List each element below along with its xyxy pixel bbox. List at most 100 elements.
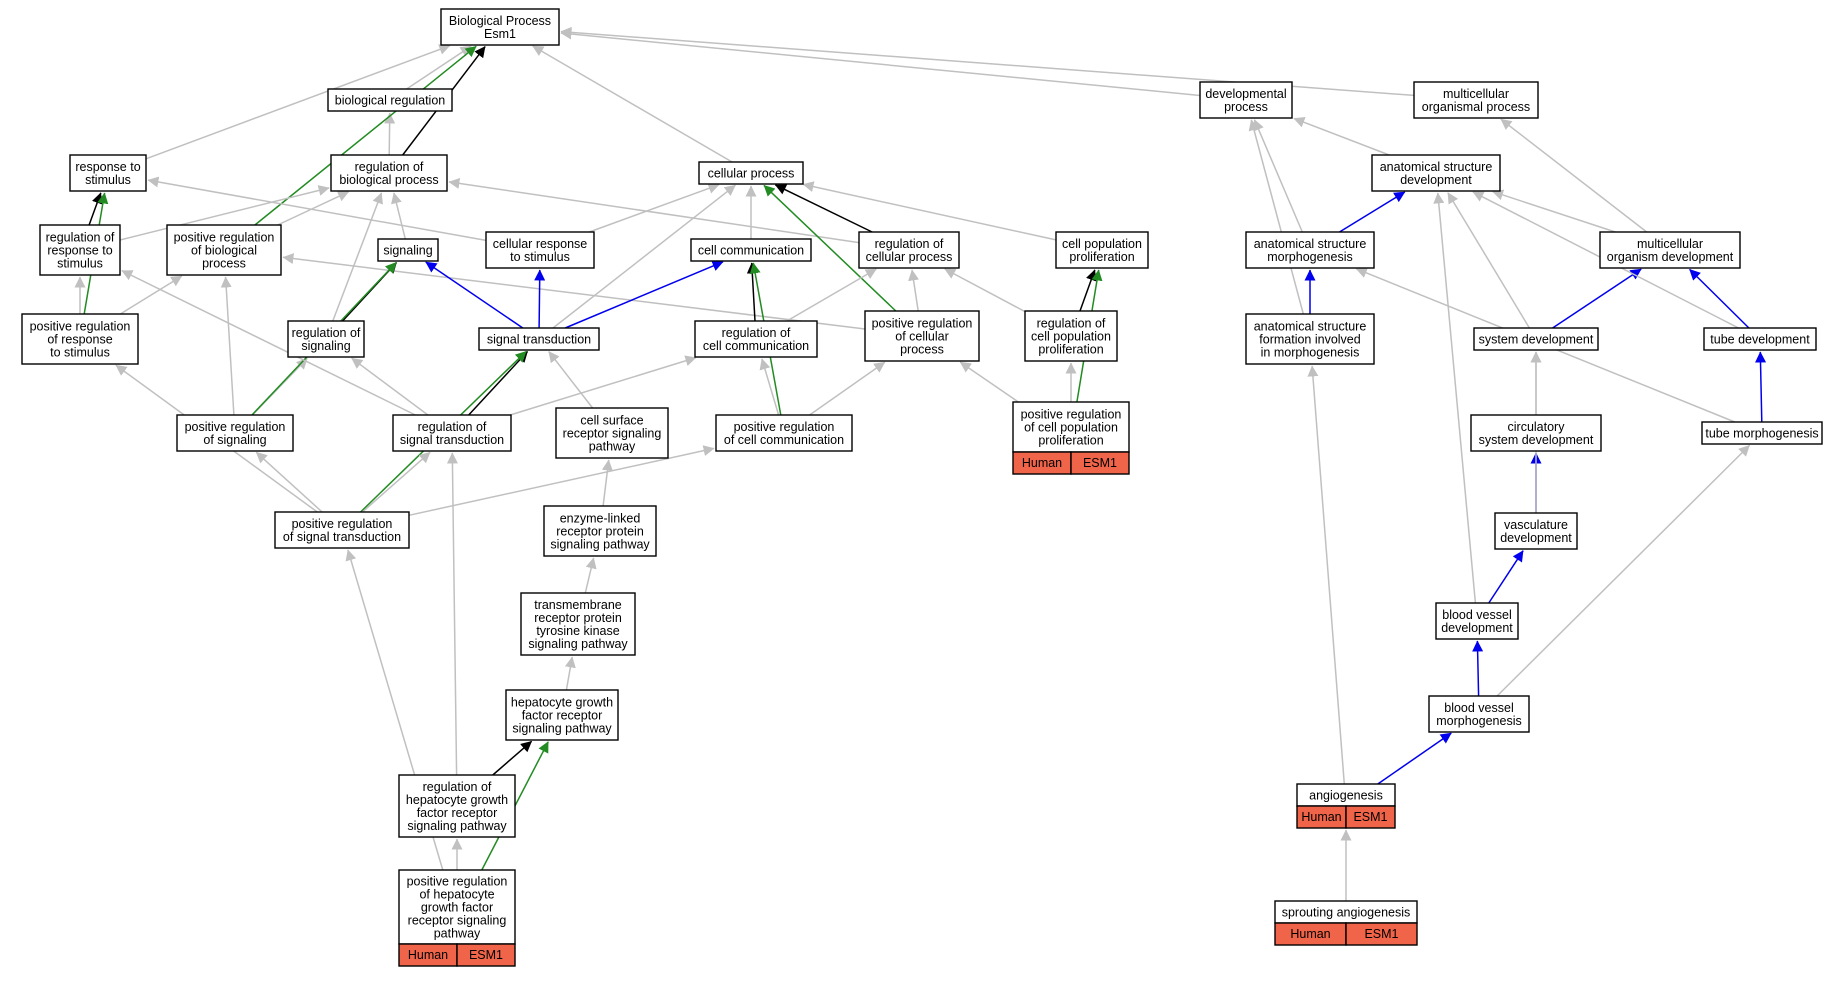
go-term-label: anatomical structure bbox=[1380, 160, 1493, 174]
edge-is-a bbox=[1447, 192, 1531, 329]
go-term-label: cellular response bbox=[493, 237, 588, 251]
go-term-box bbox=[715, 414, 853, 452]
go-term-box bbox=[1055, 231, 1149, 269]
go-term-cellp[interactable]: cellular process bbox=[698, 161, 804, 185]
annotation-badge: Human ESM1 bbox=[1274, 922, 1418, 946]
edge-is-a bbox=[220, 276, 235, 416]
edge-part-of bbox=[1552, 268, 1642, 329]
go-term-signaling[interactable]: signaling bbox=[377, 238, 439, 262]
go-term-label: signaling pathway bbox=[512, 722, 612, 736]
edge-is-a bbox=[145, 44, 451, 160]
edge-part-of bbox=[1339, 191, 1406, 233]
go-term-label: regulation of bbox=[355, 160, 424, 174]
edge-regulates bbox=[88, 192, 103, 226]
go-term-box bbox=[69, 154, 147, 192]
edge-is-a bbox=[548, 351, 594, 409]
go-term-label: of biological bbox=[191, 244, 257, 258]
go-term-label: organism development bbox=[1607, 250, 1734, 264]
go-term-box bbox=[377, 238, 439, 262]
go-term-label: factor receptor bbox=[522, 709, 603, 723]
edge-is-a bbox=[759, 358, 780, 416]
go-term-label: anatomical structure bbox=[1254, 320, 1367, 334]
go-term-label: positive regulation bbox=[185, 420, 286, 434]
go-term-box bbox=[1703, 327, 1817, 351]
edge-part-of bbox=[1377, 732, 1452, 785]
go-term-box bbox=[327, 88, 453, 112]
edge-regulates bbox=[774, 184, 873, 233]
species-label: Human bbox=[1290, 927, 1330, 941]
go-term-sysdev[interactable]: system development bbox=[1473, 327, 1599, 351]
go-term-box bbox=[1012, 401, 1130, 453]
edge-is-a bbox=[119, 185, 330, 241]
edge-part-of bbox=[1755, 351, 1767, 423]
gene-cell bbox=[456, 943, 516, 967]
go-term-tubedev[interactable]: tube development bbox=[1703, 327, 1817, 351]
go-term-label: multicellular bbox=[1637, 237, 1703, 251]
go-term-label: cell surface bbox=[580, 414, 643, 428]
go-term-box bbox=[543, 505, 657, 557]
go-term-label: process bbox=[1224, 100, 1268, 114]
go-term-label: positive regulation bbox=[292, 517, 393, 531]
go-term-label: development bbox=[1400, 173, 1472, 187]
gene-label: ESM1 bbox=[469, 948, 503, 962]
go-term-box bbox=[1599, 231, 1741, 269]
go-term-label: of signal transduction bbox=[283, 530, 401, 544]
edge-positively-regulates bbox=[763, 184, 897, 312]
go-term-label: proliferation bbox=[1069, 250, 1134, 264]
edge-is-a bbox=[601, 459, 613, 507]
go-term-cellcomm[interactable]: cell communication bbox=[690, 238, 812, 262]
edge-is-a bbox=[1253, 119, 1303, 233]
go-term-label: process bbox=[202, 257, 246, 271]
gene-label: ESM1 bbox=[1364, 927, 1398, 941]
go-term-label: of hepatocyte bbox=[419, 888, 494, 902]
go-term-breg[interactable]: biological regulation bbox=[327, 88, 453, 112]
edge-is-a bbox=[120, 275, 183, 315]
edge-is-a bbox=[448, 177, 860, 244]
go-term-box bbox=[1245, 313, 1375, 365]
go-term-label: positive regulation bbox=[734, 420, 835, 434]
go-term-tubemorph[interactable]: tube morphogenesis bbox=[1701, 421, 1823, 445]
go-term-sigtrans[interactable]: signal transduction bbox=[478, 327, 600, 351]
edge-is-a bbox=[809, 361, 886, 416]
go-term-label: blood vessel bbox=[1444, 701, 1514, 715]
go-term-label: biological process bbox=[339, 173, 438, 187]
go-term-label: pathway bbox=[589, 440, 636, 454]
